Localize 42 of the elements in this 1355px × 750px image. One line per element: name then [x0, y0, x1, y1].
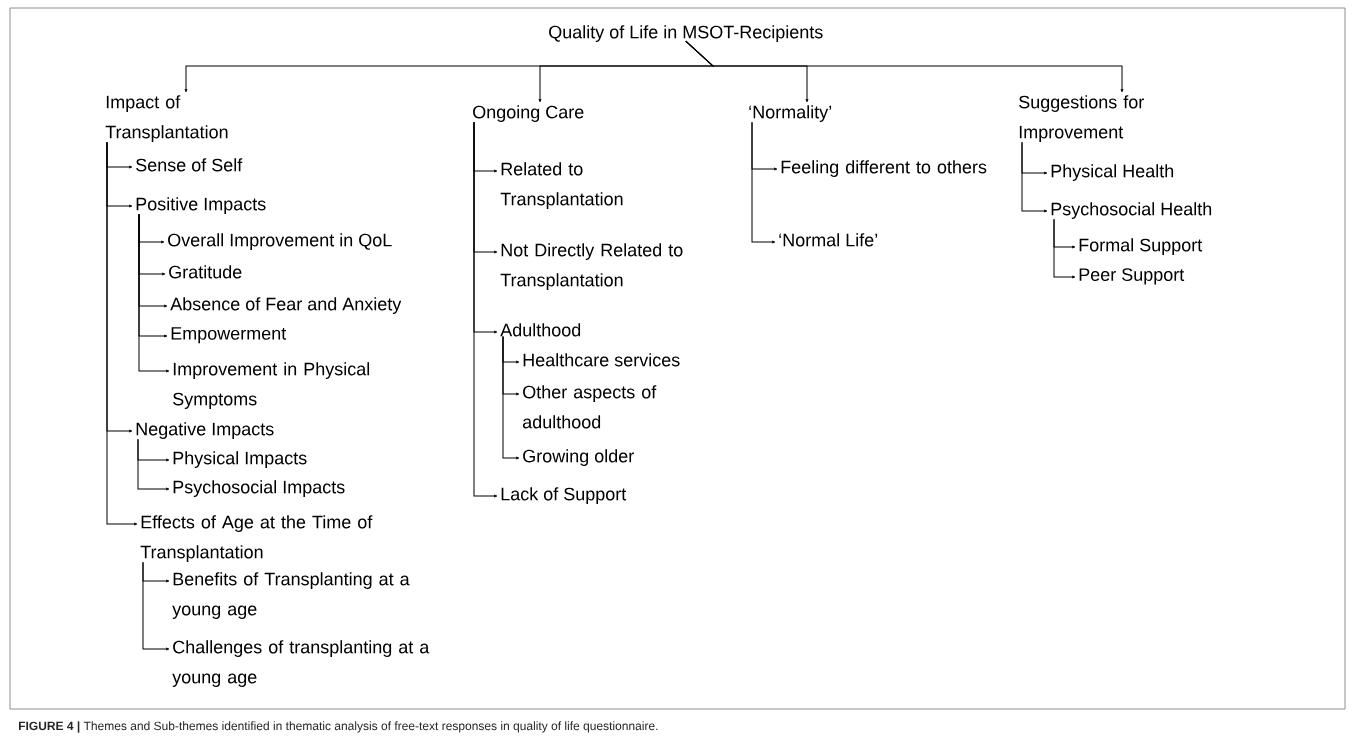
theme-label: Empowerment: [171, 327, 287, 344]
arrow: [473, 121, 498, 498]
theme-label: Ongoing Care: [473, 105, 584, 122]
figure-caption: FIGURE 4 | Themes and Sub-themes identified in thematic analysis of free-text responses in quality of life questionnaire.: [19, 721, 658, 733]
arrow: [502, 336, 520, 460]
theme-label: Psychosocial Health: [1051, 202, 1212, 219]
root-heading: Quality of Life in MSOT-Recipients: [549, 25, 823, 42]
theme-label: Physical Health: [1051, 164, 1174, 181]
arrow: [1021, 141, 1048, 213]
theme-label: Overall Improvement in QoL: [168, 233, 392, 250]
theme-label: Suggestions for Improvement: [1019, 95, 1144, 142]
arrow: [137, 438, 170, 491]
theme-label: ‘Normal Life’: [779, 233, 878, 247]
theme-label: Negative Impacts: [136, 422, 274, 439]
arrow: [138, 213, 170, 373]
theme-label: Healthcare services: [523, 353, 680, 367]
theme-label: Related to Transplantation: [500, 162, 623, 209]
theme-label: Adulthood: [500, 323, 581, 337]
theme-label: Improvement in Physical Symptoms: [173, 362, 370, 409]
theme-label: Sense of Self: [136, 158, 243, 172]
theme-label: Challenges of transplanting at a young age: [172, 640, 430, 687]
theme-label: Absence of Fear and Anxiety: [170, 297, 402, 314]
theme-label: Lack of Support: [501, 487, 627, 504]
theme-label: Benefits of Transplanting at a young age: [172, 572, 410, 619]
arrow: [106, 141, 138, 526]
arrow: [1053, 218, 1076, 279]
theme-label: Effects of Age at the Time of Transplantation: [140, 515, 373, 562]
arrow: [751, 121, 776, 244]
arrow: [685, 40, 1124, 93]
theme-label: Impact of Transplantation: [105, 95, 228, 142]
theme-label: Physical Impacts: [173, 451, 307, 468]
theme-label: Other aspects of adulthood: [522, 385, 657, 429]
theme-label: Not Directly Related to Transplantation: [500, 243, 683, 290]
theme-label: Formal Support: [1079, 238, 1203, 255]
theme-label: Positive Impacts: [136, 197, 266, 214]
theme-label: Feeling different to others: [781, 160, 987, 177]
theme-label: Gratitude: [169, 265, 242, 279]
arrow: [142, 561, 170, 651]
theme-label: Growing older: [523, 449, 634, 466]
theme-label: Peer Support: [1079, 268, 1185, 285]
theme-label: ‘Normality’: [749, 105, 832, 122]
theme-label: Psychosocial Impacts: [173, 480, 345, 497]
